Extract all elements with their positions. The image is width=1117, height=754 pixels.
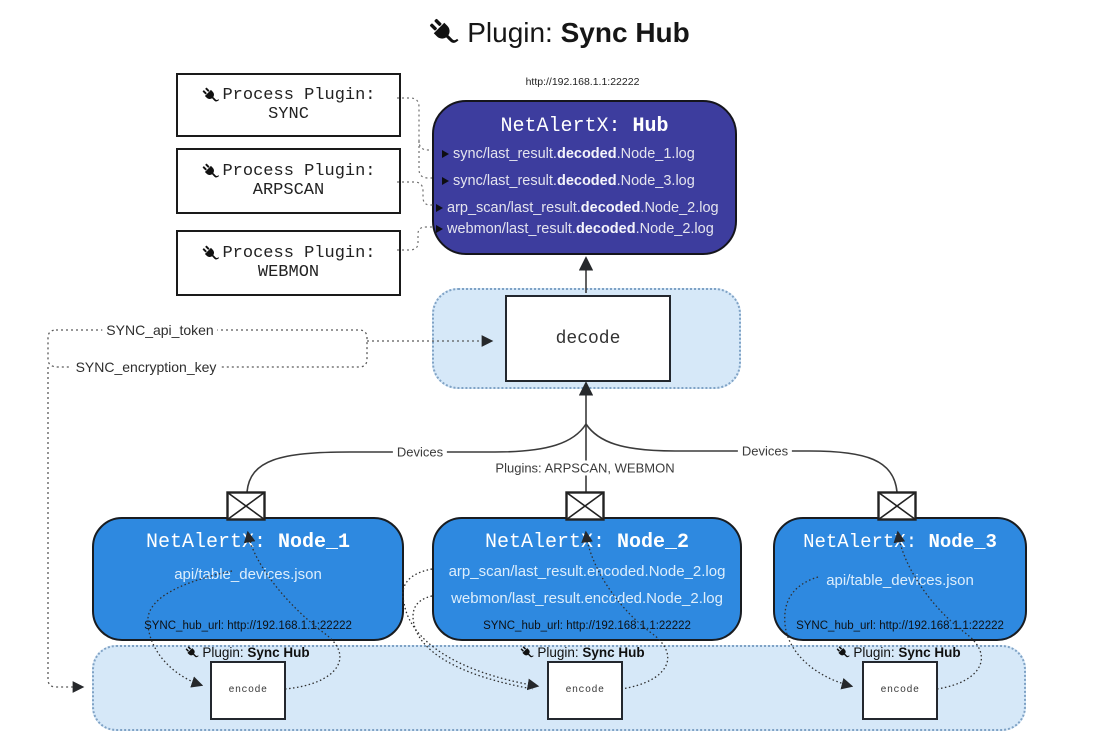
node-title: NetAlertX: Node_2: [484, 531, 690, 554]
arrow-right-icon: [436, 225, 443, 233]
plug-icon: [201, 162, 220, 181]
envelope-icon: [226, 491, 266, 521]
node-file: api/table_devices.json: [174, 566, 322, 583]
node-file: arp_scan/last_result.encoded.Node_2.log: [448, 563, 726, 580]
envelope-icon: [565, 491, 605, 521]
hub-log-row: sync/last_result.decoded.Node_3.log: [434, 171, 735, 191]
process-plugin-arpscan: Process Plugin: ARPSCAN: [176, 148, 401, 214]
edge-webmon-to-hub: [397, 226, 432, 251]
hub-log-row: webmon/last_result.decoded.Node_2.log: [434, 219, 735, 239]
encode-box: encode: [547, 661, 623, 720]
node-hub-url: SYNC_hub_url: http://192.168.1.1:22222: [483, 620, 691, 632]
node-file: webmon/last_result.encoded.Node_2.log: [451, 590, 723, 607]
node-hub-url: SYNC_hub_url: http://192.168.1.1:22222: [144, 620, 352, 632]
plug-icon: [184, 645, 199, 660]
node-1-box: NetAlertX: Node_1 api/table_devices.json…: [92, 517, 404, 641]
decode-label: decode: [555, 328, 621, 349]
edge-sync-to-hub2: [418, 141, 432, 179]
decode-box: decode: [505, 295, 671, 382]
arrow-right-icon: [436, 204, 443, 212]
edge-key-to-band: [47, 367, 85, 693]
band-plugin-label: Plugin: Sync Hub: [835, 645, 961, 660]
hub-url: http://192.168.1.1:22222: [525, 76, 640, 88]
plugins-center-label: Plugins: ARPSCAN, WEBMON: [491, 460, 679, 476]
arrow-right-icon: [442, 150, 449, 158]
plug-icon: [201, 86, 220, 105]
title-text: Plugin: Sync Hub: [467, 16, 690, 48]
encode-box: encode: [210, 661, 286, 720]
sync-encryption-key-label: SYNC_encryption_key: [71, 359, 221, 375]
encode-box: encode: [862, 661, 938, 720]
node-hub-url: SYNC_hub_url: http://192.168.1.1:22222: [796, 620, 1004, 632]
process-plugin-name: WEBMON: [257, 263, 320, 282]
hub-title: NetAlertX: Hub: [500, 115, 669, 138]
node-title: NetAlertX: Node_1: [145, 531, 351, 554]
plug-icon: [427, 16, 460, 49]
devices-right-label: Devices: [737, 443, 793, 459]
edge-sync-to-hub1: [397, 97, 432, 151]
edge-arpscan-to-hub: [397, 181, 433, 206]
process-plugin-name: SYNC: [268, 105, 309, 124]
process-plugin-name: ARPSCAN: [252, 181, 325, 200]
envelope-icon: [877, 491, 917, 521]
node-3-box: NetAlertX: Node_3 api/table_devices.json…: [773, 517, 1027, 641]
plug-icon: [519, 645, 534, 660]
process-plugin-label: Process Plugin:: [222, 244, 376, 263]
plug-icon: [835, 645, 850, 660]
process-plugin-sync: Process Plugin: SYNC: [176, 73, 401, 137]
hub-box: NetAlertX: Hub sync/last_result.decoded.…: [432, 100, 737, 255]
band-plugin-label: Plugin: Sync Hub: [519, 645, 645, 660]
hub-log-row: arp_scan/last_result.decoded.Node_2.log: [434, 198, 735, 218]
hub-log-row: sync/last_result.decoded.Node_1.log: [434, 144, 735, 164]
devices-left-label: Devices: [392, 444, 448, 460]
node-file: api/table_devices.json: [826, 572, 974, 589]
sync-api-token-label: SYNC_api_token: [102, 322, 218, 338]
process-plugin-label: Process Plugin:: [222, 162, 376, 181]
arrow-right-icon: [442, 177, 449, 185]
band-plugin-label: Plugin: Sync Hub: [184, 645, 310, 660]
node-2-box: NetAlertX: Node_2 arp_scan/last_result.e…: [432, 517, 742, 641]
page-title: Plugin: Sync Hub: [0, 16, 1117, 49]
node-title: NetAlertX: Node_3: [803, 531, 997, 553]
plug-icon: [201, 244, 220, 263]
process-plugin-label: Process Plugin:: [222, 86, 376, 105]
process-plugin-webmon: Process Plugin: WEBMON: [176, 230, 401, 296]
